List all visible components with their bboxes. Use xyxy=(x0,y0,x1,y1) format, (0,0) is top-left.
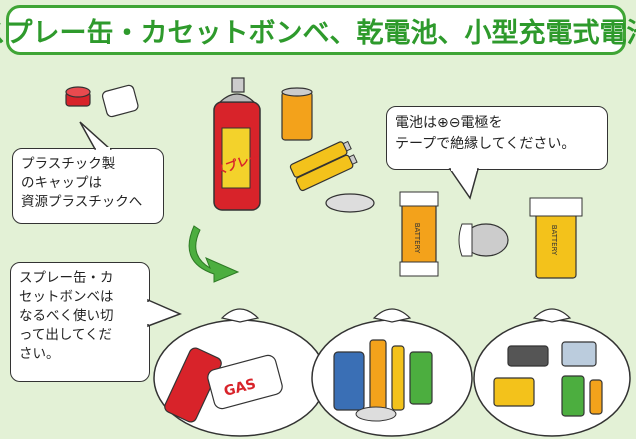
cap-note-bubble: プラスチック製 のキャップは 資源プラスチックへ xyxy=(12,148,164,224)
spray-note-line: スプレー缶・カ xyxy=(19,270,114,286)
taped-battery-label: BATTERY xyxy=(413,223,421,254)
spray-bubble-tail xyxy=(147,298,182,328)
page-title: スプレー缶・カセットボンベ、乾電池、小型充電式電池 xyxy=(0,17,636,49)
rechargeable-bag-icon xyxy=(473,308,631,437)
white-cap-icon xyxy=(101,84,139,118)
cap-note-line: 資源プラスチックへ xyxy=(21,194,143,210)
taped-battery-icon: BATTERY xyxy=(399,191,439,277)
cap-note-line: プラスチック製 xyxy=(21,156,116,172)
battery-cylinder-icon xyxy=(281,87,313,141)
spray-can-icon: スプレー xyxy=(212,77,262,211)
battery-note-line: テープで絶縁してください。 xyxy=(395,136,576,152)
aa-battery-icon xyxy=(295,154,358,192)
battery-bubble-tail xyxy=(448,168,479,200)
9v-battery-label: BATTERY xyxy=(550,225,558,256)
spray-note-line: さい。 xyxy=(19,346,60,362)
spray-note-line: って出してくだ xyxy=(19,327,113,343)
spray-note-bubble: スプレー缶・カ セットボンベは なるべく使い切 って出してくだ さい。 xyxy=(10,262,150,382)
battery-note-line: 電池は⊕⊖電極を xyxy=(395,115,503,131)
coin-battery-icon xyxy=(325,193,375,213)
red-cap-icon xyxy=(65,86,91,107)
title-banner: スプレー缶・カセットボンベ、乾電池、小型充電式電池 xyxy=(0,5,636,55)
cap-bubble-tail xyxy=(79,121,112,150)
taped-9v-battery-icon: BATTERY xyxy=(529,197,583,279)
spray-note-line: なるべく使い切 xyxy=(19,308,114,324)
spray-note-line: セットボンベは xyxy=(19,289,114,305)
battery-bag-icon xyxy=(311,308,473,437)
arrow-down-icon xyxy=(188,225,240,283)
cap-note-line: のキャップは xyxy=(21,175,102,191)
battery-note-bubble: 電池は⊕⊖電極を テープで絶縁してください。 xyxy=(386,106,608,170)
taped-coin-battery-icon xyxy=(458,223,509,257)
spray-bag-icon: GAS xyxy=(153,308,327,437)
